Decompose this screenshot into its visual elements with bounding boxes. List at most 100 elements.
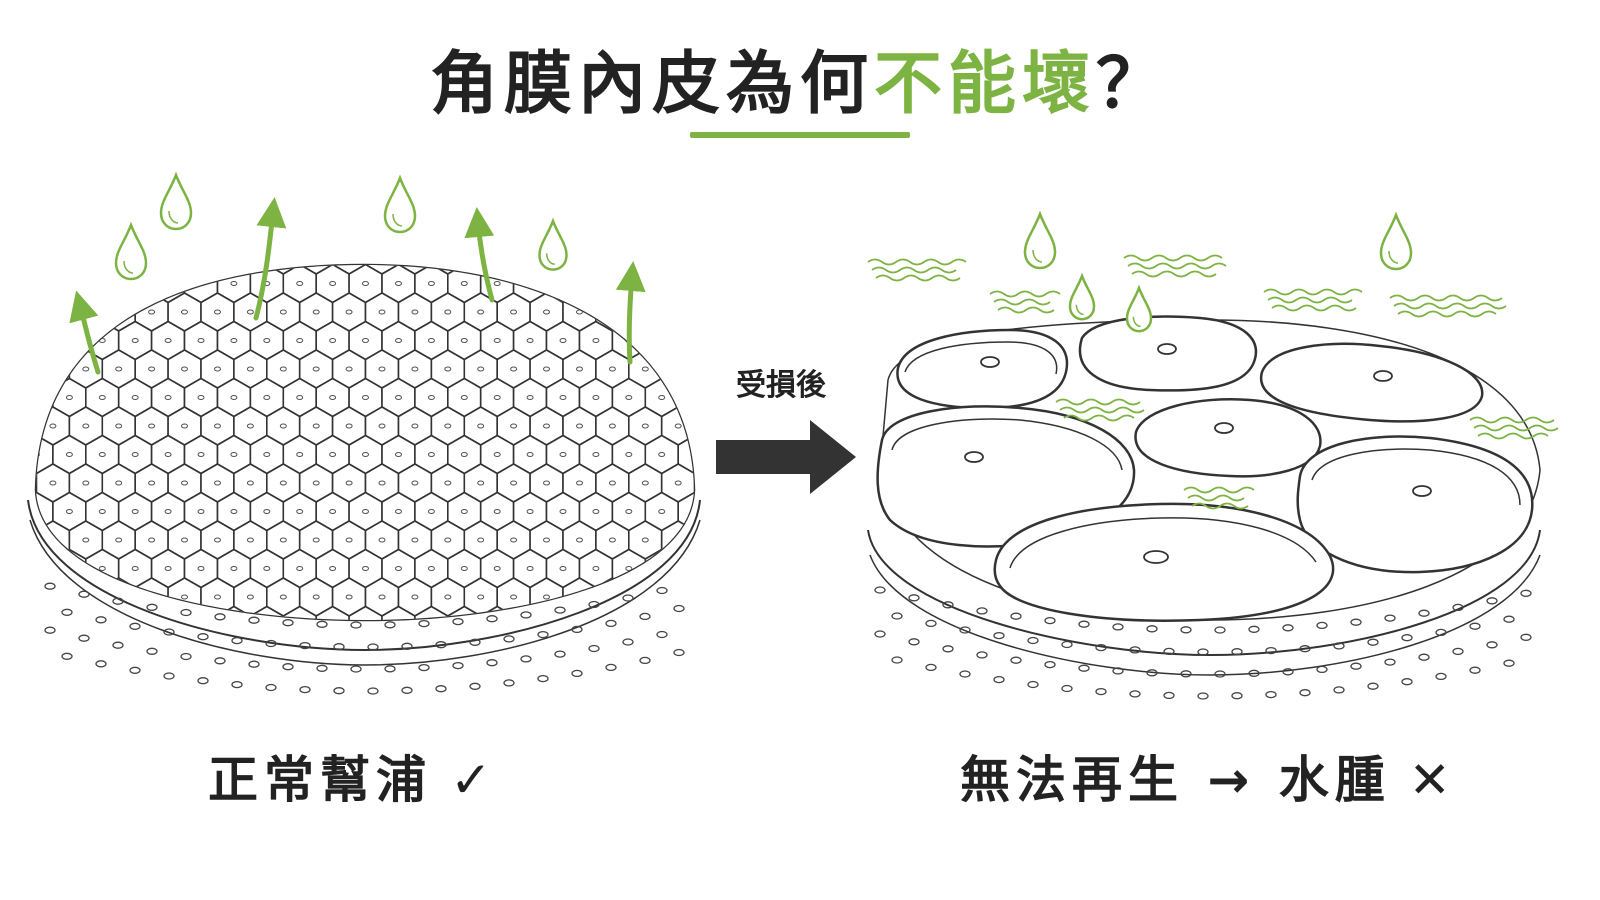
hex-nucleus [412,709,418,713]
stroma-dot [673,648,685,657]
hex-nucleus [658,452,666,457]
hex-nucleus [544,766,550,770]
hex-nucleus [427,452,435,457]
hex-cell [677,377,694,418]
hex-nucleus [428,852,434,856]
hex-cell [86,664,119,702]
water-drop-icon [538,217,568,271]
pump-arrows [69,197,646,375]
wave-line [1059,406,1145,414]
hex-nucleus [641,537,649,543]
hex-nucleus [83,709,89,713]
hex-cell [711,550,744,588]
hex-nucleus [247,709,253,713]
hex-nucleus [197,509,205,514]
stroma-dot [520,655,532,663]
hex-nucleus [461,681,467,685]
hex-cell [596,806,629,844]
hex-cell [119,664,152,702]
hex-nucleus [527,795,533,799]
stroma-dot [1350,662,1362,670]
stroma-dot [1027,636,1039,645]
hex-nucleus [608,537,616,543]
stroma-dot [231,636,243,645]
water-drop-icon [1023,210,1057,270]
hex-nucleus [34,624,40,628]
hex-nucleus [691,395,694,400]
stroma-dot [639,656,651,665]
hex-nucleus [49,480,57,486]
stroma-dot [1333,686,1345,694]
hex-nucleus [115,366,123,372]
arrow-label: 受損後 [736,368,826,403]
hex-nucleus [214,309,221,315]
hex-nucleus [608,480,616,486]
hex-cell [382,664,415,702]
hex-nucleus [214,594,221,600]
hex-cell [36,406,38,446]
stroma-dot [469,682,481,690]
hex-nucleus [527,738,533,742]
water-droplets-left [114,171,568,281]
stroma-dot [163,628,175,636]
hex-cell [52,605,87,620]
hex-nucleus [148,537,156,543]
stroma-dot [1418,653,1430,661]
hex-nucleus [494,852,500,856]
hex-cell [711,778,744,816]
hex-nucleus [609,652,615,656]
hex-nucleus [165,738,171,742]
hex-cell [514,664,547,702]
hex-cell [562,265,597,275]
hex-cell [68,265,104,275]
hex-nucleus [411,594,419,600]
stroma-dot [1299,689,1311,697]
check-icon: ✓ [450,751,498,809]
hex-nucleus [658,338,666,343]
stroma-dot [1401,634,1413,642]
hex-nucleus [477,423,485,429]
hex-nucleus [65,338,73,343]
hex-nucleus [17,709,23,713]
hex-cell [677,548,694,589]
hex-nucleus [642,766,648,770]
stroma-dot [1112,623,1124,631]
hex-cell [152,835,185,873]
hex-nucleus [98,509,106,514]
hex-nucleus [312,480,320,486]
hex-cell [695,635,728,673]
hex-nucleus [493,452,501,457]
hex-cell [693,349,694,389]
hex-nucleus [708,367,714,371]
hex-nucleus [577,823,583,827]
hex-cell [300,635,333,673]
hex-cell [152,664,185,702]
hex-cell [135,692,168,730]
hex-nucleus [115,423,123,429]
wave-line [1389,294,1503,302]
stroma-dot [1231,648,1243,656]
hex-nucleus [626,624,632,628]
hex-cell [497,806,530,844]
hex-nucleus [559,281,567,286]
left-caption: 正常幫浦✓ [208,740,498,812]
hex-nucleus [659,738,665,742]
stroma-dot [1010,656,1022,664]
hex-nucleus [99,624,105,628]
stroma-dot [95,660,107,668]
hex-nucleus [412,652,418,656]
hex-cell [267,692,300,730]
water-drop-icon [114,221,148,281]
hex-nucleus [215,709,221,713]
hex-nucleus [493,509,501,514]
hex-nucleus [626,852,632,856]
hex-nucleus [82,423,90,429]
hex-nucleus [659,624,665,628]
stroma-dot [976,607,988,615]
hex-cell [693,520,694,560]
hex-cell [152,778,185,816]
hex-nucleus [708,823,714,827]
hex-nucleus [396,681,402,685]
stroma-dot [537,630,549,639]
hex-nucleus [526,566,534,571]
